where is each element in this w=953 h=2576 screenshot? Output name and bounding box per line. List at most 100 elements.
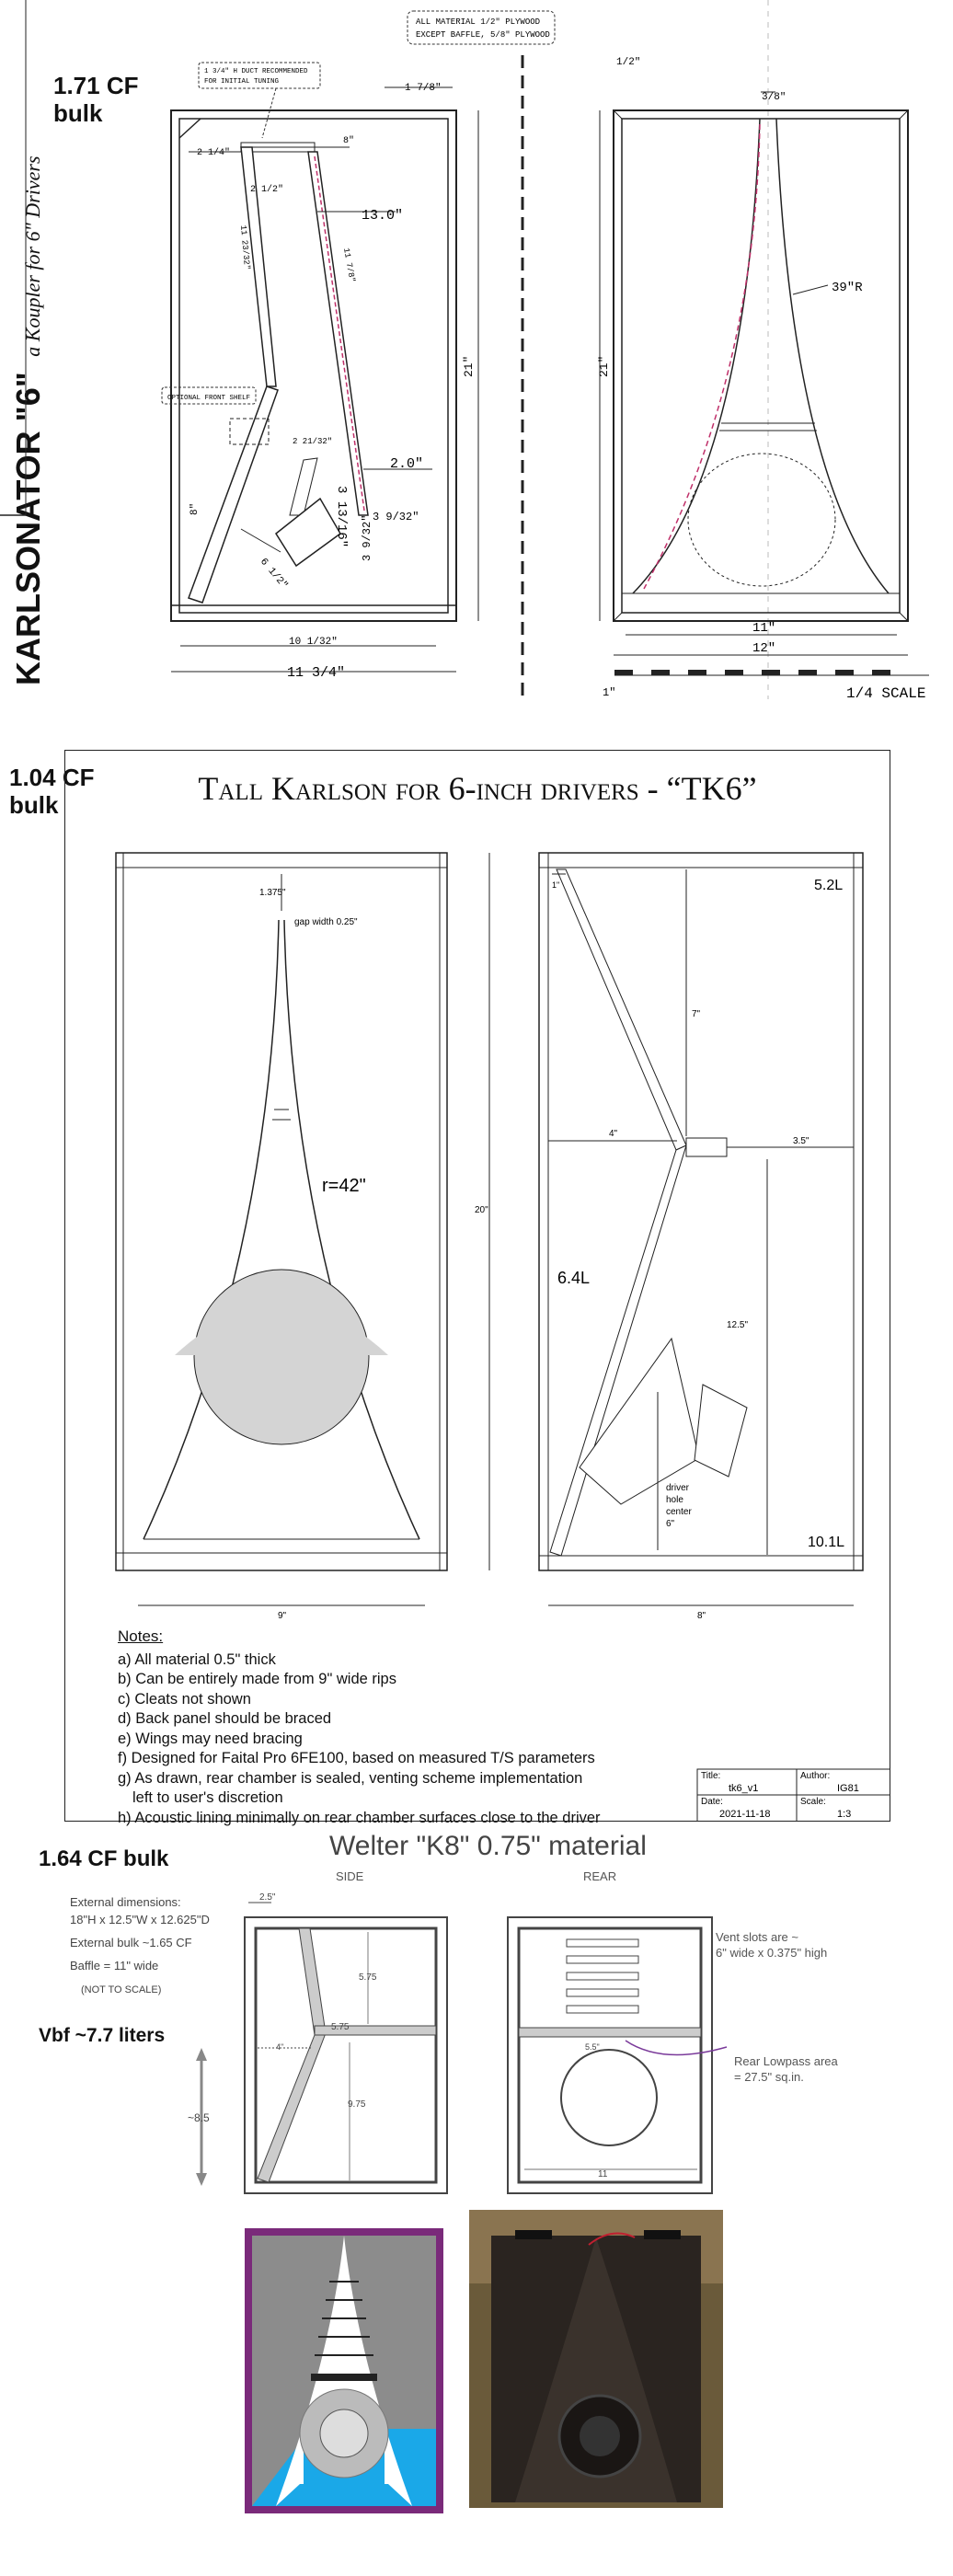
tk6-dim-3-5: 3.5" xyxy=(793,1136,809,1146)
tk6-side-view: 1" 5.2L 7" 4" 3.5" 6.4L 12.5" driver hol… xyxy=(538,852,864,1621)
material-note-line2: EXCEPT BAFFLE, 5/8" PLYWOOD xyxy=(416,30,550,40)
dim-12: 12" xyxy=(752,641,775,656)
k8-rear-view: 5.5" 11 Vent slots are ~ 6" wide x 0.375… xyxy=(507,1916,838,2194)
note-item: h) Acoustic lining minimally on rear cha… xyxy=(118,1809,601,1826)
k8-dim-5-75b: 5.75 xyxy=(331,2022,350,2032)
notes-heading: Notes: xyxy=(118,1627,164,1645)
dim-11-7-8: 11 7/8" xyxy=(341,247,356,283)
tk6-dim-8: 8" xyxy=(697,1611,706,1621)
dim-11-23-32: 11 23/32" xyxy=(238,224,251,270)
tk6-title: Tall Karlson for 6-inch drivers - “TK6” xyxy=(198,770,757,807)
title-block-author-value: IG81 xyxy=(837,1783,859,1794)
dim-6-1-2: 6 1/2" xyxy=(258,557,290,592)
title-block-title-label: Title: xyxy=(701,1771,720,1781)
tk6-front-view: 1.375" gap width 0.25" r=42" 20" 9" xyxy=(115,852,490,1621)
tk6-drawing: 1.375" gap width 0.25" r=42" 20" 9" 1" 5… xyxy=(115,852,890,1822)
tk6-dim-20: 20" xyxy=(475,1205,488,1215)
bulk-label-1-line2: bulk xyxy=(53,99,103,127)
note-item: c) Cleats not shown xyxy=(118,1690,251,1708)
tk6-driver-line2: hole xyxy=(666,1495,683,1505)
bulk-label-1: 1.71 CF bulk xyxy=(53,72,139,127)
k8-dim-9-75: 9.75 xyxy=(348,2099,366,2110)
tk6-vol-10-1: 10.1L xyxy=(808,1535,844,1550)
baffle: Baffle = 11" wide xyxy=(70,1959,159,1972)
rear-lowpass-line1: Rear Lowpass area xyxy=(734,2054,838,2068)
duct-note-line2: FOR INITIAL TUNING xyxy=(204,78,280,86)
not-to-scale: (NOT TO SCALE) xyxy=(81,1984,162,1995)
tk6-dim-4: 4" xyxy=(609,1129,618,1139)
dim-21-side: 21" xyxy=(462,356,476,377)
title-block-date-value: 2021-11-18 xyxy=(719,1809,770,1820)
dim-2-1-4: 2 1/4" xyxy=(197,147,230,158)
tk6-gap-width: gap width 0.25" xyxy=(294,917,358,927)
dim-2-21-32: 2 21/32" xyxy=(293,437,332,446)
title-block-scale-label: Scale: xyxy=(800,1797,826,1807)
dim-21-front: 21" xyxy=(597,356,611,377)
duct-note-line1: 1 3/4" H DUCT RECOMMENDED xyxy=(204,68,308,75)
dim-2-0: 2.0" xyxy=(390,456,423,472)
note-item: e) Wings may need bracing xyxy=(118,1730,303,1747)
k8-specs: External dimensions: 18"H x 12.5"W x 12.… xyxy=(70,1893,210,1999)
karlsonator-drawing: ALL MATERIAL 1/2" PLYWOOD EXCEPT BAFFLE,… xyxy=(0,0,929,702)
dim-3-13-16: 3 13/16" xyxy=(334,486,349,547)
k8-side-view: 2.5" 5.75 5.75 4" 9.75 ~8.5 xyxy=(188,1892,448,2194)
dim-3-9-32-a: 3 9/32" xyxy=(373,511,419,523)
tk6-driver-line3: center xyxy=(666,1507,692,1517)
k8-color-render xyxy=(245,2228,443,2513)
title-block-date-label: Date: xyxy=(701,1797,723,1807)
bulk-label-1-line1: 1.71 CF xyxy=(53,72,139,99)
tk6-vol-5-2: 5.2L xyxy=(814,878,843,893)
tk6-radius: r=42" xyxy=(322,1176,366,1196)
tk6-drawing-frame xyxy=(64,750,890,1822)
note-item: b) Can be entirely made from 9" wide rip… xyxy=(118,1671,396,1687)
scale-bar xyxy=(614,670,929,676)
tk6-dim-1: 1" xyxy=(552,880,559,890)
front-view: 3/8" 1/2" 39"R 21" 11" 12" 1" 1/4 SCALE xyxy=(597,57,929,702)
note-item: left to user's discretion xyxy=(132,1789,283,1806)
k8-title: Welter "K8" 0.75" material xyxy=(329,1831,647,1861)
tk6-vol-6-4: 6.4L xyxy=(557,1269,590,1287)
dim-39-r: 39"R xyxy=(832,281,863,295)
note-item: a) All material 0.5" thick xyxy=(118,1650,276,1668)
ext-value: 18"H x 12.5"W x 12.625"D xyxy=(70,1913,210,1926)
side-label: SIDE xyxy=(336,1869,364,1883)
note-item: d) Back panel should be braced xyxy=(118,1710,332,1727)
k8-dim-5-75a: 5.75 xyxy=(359,1972,377,1983)
vbf-label: Vbf ~7.7 liters xyxy=(39,2025,166,2046)
tk6-driver-line1: driver xyxy=(666,1483,690,1493)
title-block-scale-value: 1:3 xyxy=(837,1809,851,1820)
k8-drawing: 2.5" 5.75 5.75 4" 9.75 ~8.5 5.5" 11 Vent… xyxy=(188,1892,838,2513)
tk6-dim-12-5: 12.5" xyxy=(727,1320,748,1330)
bulk-label-2-line1: 1.04 CF xyxy=(9,764,95,791)
vent-line2: 6" wide x 0.375" high xyxy=(716,1946,827,1960)
tk6-dim-1375: 1.375" xyxy=(259,888,286,898)
k8-rear-dim-5-5: 5.5" xyxy=(585,2042,600,2052)
k8-dim-4: 4" xyxy=(276,2042,283,2052)
title-block-title-value: tk6_v1 xyxy=(729,1783,758,1794)
front-shelf-note: OPTIONAL FRONT SHELF xyxy=(167,395,250,402)
material-note-line1: ALL MATERIAL 1/2" PLYWOOD xyxy=(416,17,540,27)
dim-11-3-4: 11 3/4" xyxy=(287,665,345,681)
note-item: g) As drawn, rear chamber is sealed, ven… xyxy=(118,1769,583,1787)
dim-1-2: 1/2" xyxy=(616,57,640,68)
rear-label: REAR xyxy=(583,1869,617,1883)
vent-line1: Vent slots are ~ xyxy=(716,1930,798,1944)
dim-1-7-8: 1 7/8" xyxy=(405,83,442,94)
dim-10-1-32: 10 1/32" xyxy=(289,637,338,648)
k8-rear-dim-11: 11 xyxy=(598,2169,608,2179)
note-item: f) Designed for Faital Pro 6FE100, based… xyxy=(118,1750,595,1766)
ext-bulk: External bulk ~1.65 CF xyxy=(70,1936,192,1949)
side-view: OPTIONAL FRONT SHELF 1 7/8" 8" 2 1/4" 2 … xyxy=(161,83,479,681)
dim-1: 1" xyxy=(603,686,615,699)
dim-8-small: 8" xyxy=(189,503,201,515)
title-block-author-label: Author: xyxy=(800,1771,830,1781)
k8-photo xyxy=(469,2210,723,2508)
duct-note-box xyxy=(198,62,321,89)
tk6-dim-7: 7" xyxy=(692,1009,701,1019)
ext-label: External dimensions: xyxy=(70,1895,181,1909)
k8-dim-2-5: 2.5" xyxy=(259,1892,276,1903)
dim-13: 13.0" xyxy=(362,208,403,224)
tk6-notes: Notes: a) All material 0.5" thick b) Can… xyxy=(118,1627,601,1828)
dim-3-8: 3/8" xyxy=(762,92,786,103)
dim-8: 8" xyxy=(343,135,354,146)
